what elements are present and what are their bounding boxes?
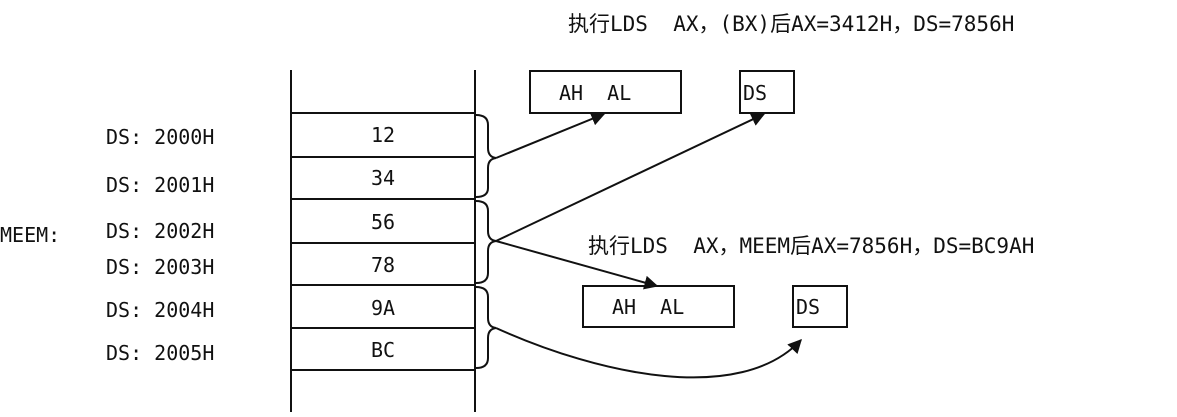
memory-cell-value: 9A [370, 296, 396, 320]
arrow-to-top-ds [495, 113, 766, 242]
address-label: DS: 2003H [106, 255, 215, 279]
arrow-to-middle-ax [495, 240, 659, 290]
register-ax-label: AH AL [559, 81, 632, 105]
memory-cell-value: 78 [370, 253, 396, 277]
memory-cell-value: 56 [370, 210, 396, 234]
register-ax-label: AH AL [612, 295, 685, 319]
register-ds-box-top: DS [739, 70, 795, 114]
register-ds-label: DS [743, 81, 768, 105]
caption-lds-bx: 执行LDS AX，(BX)后AX=3412H，DS=7856H [568, 12, 1015, 36]
address-label: DS: 2002H [106, 219, 215, 243]
caption-lds-meem: 执行LDS AX，MEEM后AX=7856H，DS=BC9AH [588, 234, 1035, 258]
arrow-to-middle-ds [495, 327, 802, 379]
address-label: DS: 2001H [106, 173, 215, 197]
memory-cell-value: 12 [370, 123, 396, 147]
register-ds-label: DS [796, 295, 821, 319]
address-label: DS: 2000H [106, 125, 215, 149]
meem-label: MEEM: [0, 223, 61, 247]
register-ax-box-middle: AH AL [582, 285, 735, 328]
brace-2004-2005 [475, 286, 497, 369]
arrow-to-top-ax [495, 112, 606, 159]
brace-2000-2001 [475, 114, 497, 198]
address-label: DS: 2005H [106, 341, 215, 365]
memory-cell-value: BC [370, 338, 396, 362]
address-label: DS: 2004H [106, 298, 215, 322]
register-ds-box-middle: DS [792, 285, 848, 328]
register-ax-box-top: AH AL [529, 70, 682, 114]
memory-cell-value: 34 [370, 166, 396, 190]
brace-2002-2003 [475, 200, 497, 284]
